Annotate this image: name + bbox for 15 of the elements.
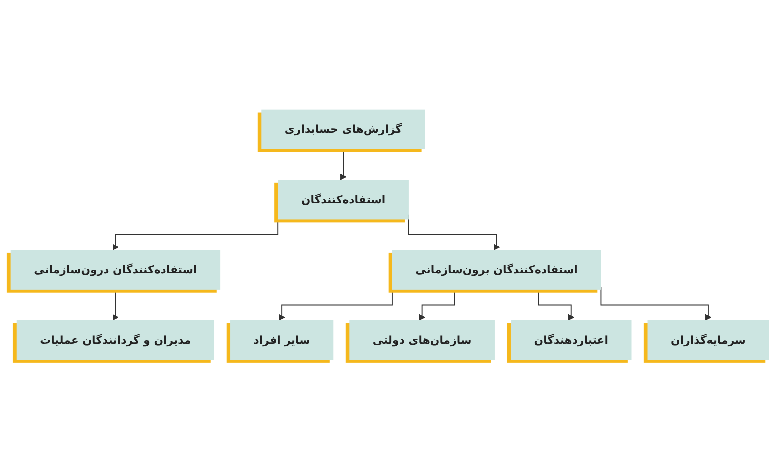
node-box: استفاده‌کنندگان bbox=[278, 180, 409, 220]
arrow bbox=[600, 286, 712, 321]
node-box: گزارش‌های حسابداری bbox=[262, 110, 426, 150]
node-box: سایر افراد bbox=[230, 320, 334, 360]
node-box: استفاده‌کنندگان برون‌سازمانی bbox=[392, 250, 602, 290]
node-box: اعتباردهندگان bbox=[510, 320, 632, 360]
arrow bbox=[538, 289, 575, 321]
node-box: استفاده‌کنندگان درون‌سازمانی bbox=[10, 250, 221, 290]
node-box: سرمایه‌گذاران bbox=[648, 320, 770, 360]
arrow bbox=[112, 289, 119, 321]
arrow bbox=[340, 149, 347, 180]
node-box: مدیران و گردانندگان عملیات bbox=[16, 320, 214, 360]
node-box: سازمان‌های دولتی bbox=[350, 320, 495, 360]
arrow bbox=[419, 289, 456, 321]
arrow bbox=[278, 286, 393, 321]
